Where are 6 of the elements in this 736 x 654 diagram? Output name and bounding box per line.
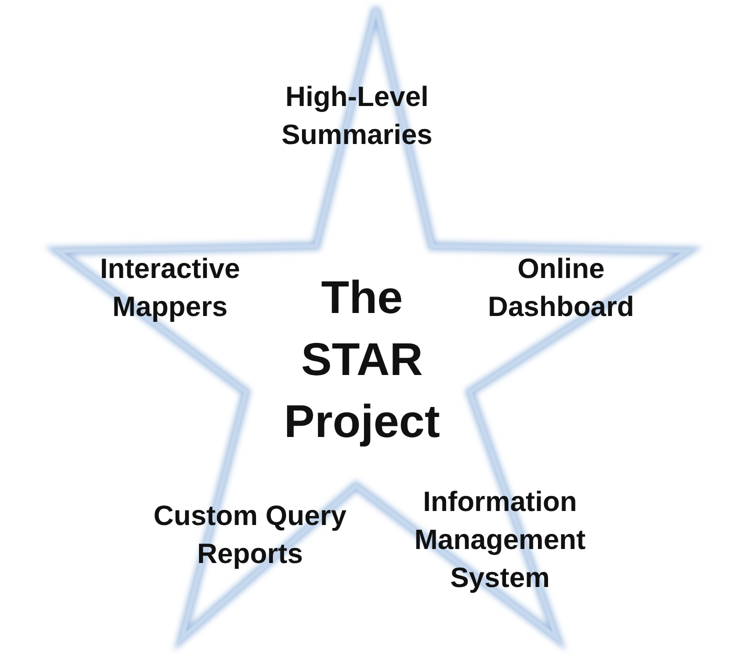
summary-label: Custom Query Reports — [152, 499, 348, 571]
summary-label: Information Management System — [413, 485, 587, 595]
summary-label: Interactive Mappers — [98, 252, 242, 324]
title-text: The STAR Project — [283, 270, 441, 449]
summary-label: High-Level Summaries — [280, 80, 434, 152]
summary-label: Online Dashboard — [486, 252, 636, 324]
